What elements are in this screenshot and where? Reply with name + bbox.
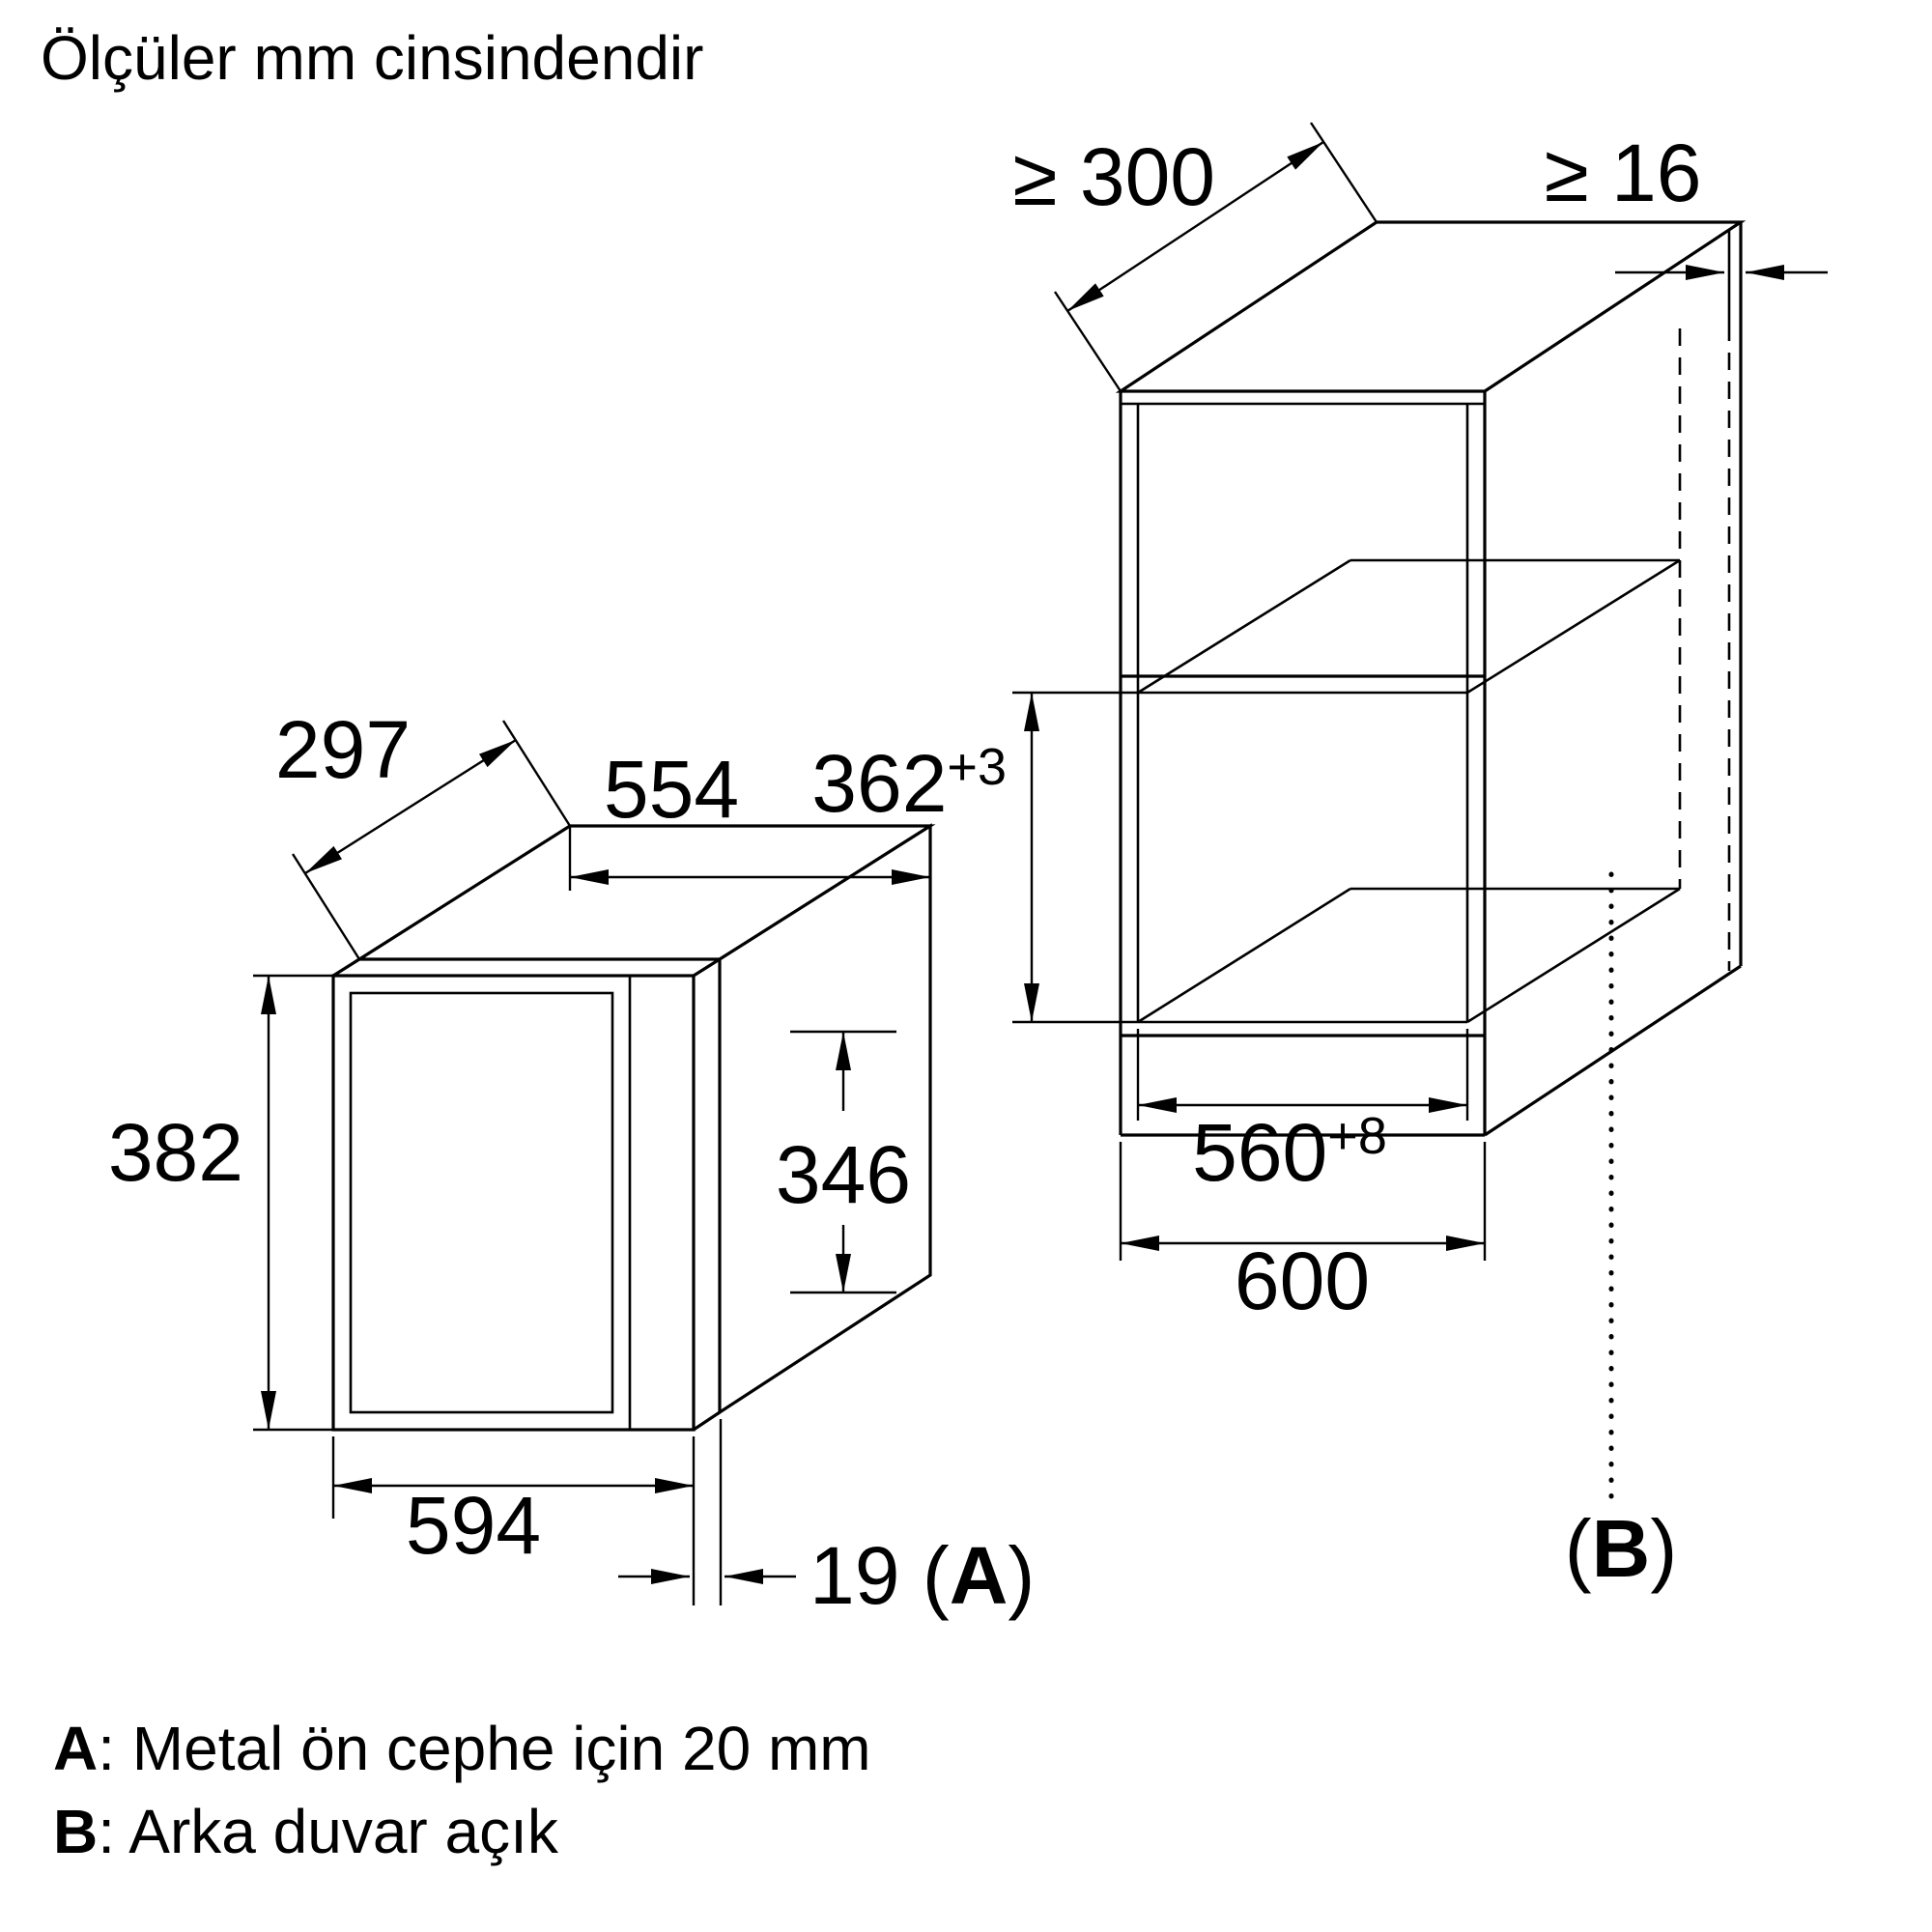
appliance-dimension-lines xyxy=(253,720,932,1605)
cabinet-dimension-lines xyxy=(1012,122,1828,1261)
dim-label-niche-height: 362+3 xyxy=(811,738,1007,829)
dim-label-niche-width: 560+8 xyxy=(1192,1107,1387,1198)
dim-label-min-panel: ≥ 16 xyxy=(1545,128,1702,218)
page-title: Ölçüler mm cinsindendir xyxy=(41,23,703,93)
legend: A: Metal ön cephe için 20 mm B: Arka duv… xyxy=(53,1714,871,1866)
dim-label-open-back: (B) xyxy=(1565,1503,1678,1594)
cabinet-dimension-labels: ≥ 300 ≥ 16 362+3 560+8 600 (B) xyxy=(811,128,1701,1594)
dim-label-door-width: 594 xyxy=(406,1480,541,1571)
appliance-dimension-labels: 297 554 382 346 594 19 (A) xyxy=(108,704,1036,1621)
dim-label-min-depth: ≥ 300 xyxy=(1012,131,1215,222)
cabinet-drawing xyxy=(1115,220,1747,1508)
dim-label-body-height: 346 xyxy=(776,1129,911,1220)
legend-line-a: A: Metal ön cephe için 20 mm xyxy=(53,1714,871,1783)
appliance-door xyxy=(331,974,696,1432)
dim-label-depth: 297 xyxy=(275,704,411,795)
dim-label-door-height: 382 xyxy=(108,1107,243,1198)
legend-line-b: B: Arka duvar açık xyxy=(53,1797,559,1866)
appliance-drawing xyxy=(331,823,936,1432)
appliance-door-window xyxy=(349,991,614,1414)
cabinet-top-face xyxy=(1115,220,1747,393)
dim-label-body-width: 554 xyxy=(604,744,739,835)
dim-label-cabinet-width: 600 xyxy=(1235,1236,1370,1326)
dim-label-door-protrusion: 19 (A) xyxy=(810,1530,1035,1621)
